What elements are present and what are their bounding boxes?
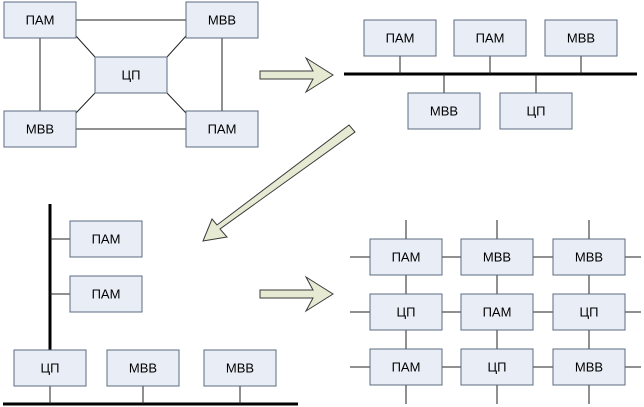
svg-text:ПАМ: ПАМ [483, 305, 512, 320]
p2p-node-io-1: МВВ [185, 1, 259, 39]
svg-text:ПАМ: ПАМ [92, 232, 121, 247]
mesh-node-r3c1: ПАМ [369, 348, 443, 386]
bus-node-memory-1: ПАМ [363, 19, 437, 57]
svg-text:ПАМ: ПАМ [392, 360, 421, 375]
svg-text:ЦП: ЦП [488, 360, 507, 375]
svg-text:МВВ: МВВ [430, 104, 458, 119]
svg-text:МВВ: МВВ [26, 122, 54, 137]
svg-text:ПАМ: ПАМ [26, 13, 55, 28]
p2p-node-memory-1: ПАМ [3, 1, 77, 39]
arrow-diagonal-icon [202, 124, 356, 242]
svg-text:МВВ: МВВ [483, 250, 511, 265]
svg-text:МВВ: МВВ [208, 13, 236, 28]
mesh-diagram: ПАМ МВВ МВВ ЦП ПАМ ЦП ПАМ Ц [350, 220, 641, 404]
p2p-wires [39, 19, 223, 130]
mesh-node-r1c2: МВВ [460, 238, 534, 276]
vbus-node-io-1: МВВ [106, 349, 180, 387]
vbus-taps [49, 238, 241, 404]
p2p-node-cpu: ЦП [94, 56, 168, 94]
mesh-node-r3c2: ЦП [460, 348, 534, 386]
point-to-point-diagram: ПАМ МВВ ЦП МВВ ПАМ [3, 1, 259, 148]
vertical-bus-diagram: ПАМ ПАМ ЦП МВВ МВВ [3, 204, 298, 406]
svg-text:МВВ: МВВ [129, 361, 157, 376]
mesh-node-r2c3: ЦП [552, 293, 626, 331]
svg-text:МВВ: МВВ [226, 361, 254, 376]
svg-text:ПАМ: ПАМ [392, 250, 421, 265]
svg-text:ЦП: ЦП [397, 305, 416, 320]
mesh-node-r2c1: ЦП [369, 293, 443, 331]
svg-text:ЦП: ЦП [41, 361, 60, 376]
svg-text:ПАМ: ПАМ [476, 31, 505, 46]
vbus-node-io-2: МВВ [203, 349, 277, 387]
svg-text:МВВ: МВВ [567, 31, 595, 46]
single-bus-diagram: ПАМ ПАМ МВВ МВВ ЦП [344, 19, 637, 130]
bus-node-cpu: ЦП [499, 92, 573, 130]
svg-text:ПАМ: ПАМ [386, 31, 415, 46]
svg-text:ПАМ: ПАМ [208, 122, 237, 137]
svg-text:МВВ: МВВ [575, 250, 603, 265]
arrow-right-bottom-icon [259, 275, 334, 313]
svg-text:ЦП: ЦП [122, 68, 141, 83]
bus-node-io-2: МВВ [407, 92, 481, 130]
mesh-node-r2c2: ПАМ [460, 293, 534, 331]
vbus-node-memory-2: ПАМ [69, 275, 143, 313]
p2p-node-memory-2: ПАМ [185, 110, 259, 148]
svg-text:ЦП: ЦП [580, 305, 599, 320]
svg-text:МВВ: МВВ [575, 360, 603, 375]
mesh-node-r3c3: МВВ [552, 348, 626, 386]
mesh-node-r1c3: МВВ [552, 238, 626, 276]
p2p-node-io-2: МВВ [3, 110, 77, 148]
bus-node-io-1: МВВ [544, 19, 618, 57]
svg-text:ЦП: ЦП [527, 104, 546, 119]
bus-node-memory-2: ПАМ [453, 19, 527, 57]
arrow-right-top-icon [259, 56, 334, 94]
mesh-node-r1c1: ПАМ [369, 238, 443, 276]
bus-taps [399, 56, 582, 93]
svg-text:ПАМ: ПАМ [92, 287, 121, 302]
vbus-node-cpu: ЦП [13, 349, 87, 387]
vbus-node-memory-1: ПАМ [69, 220, 143, 258]
